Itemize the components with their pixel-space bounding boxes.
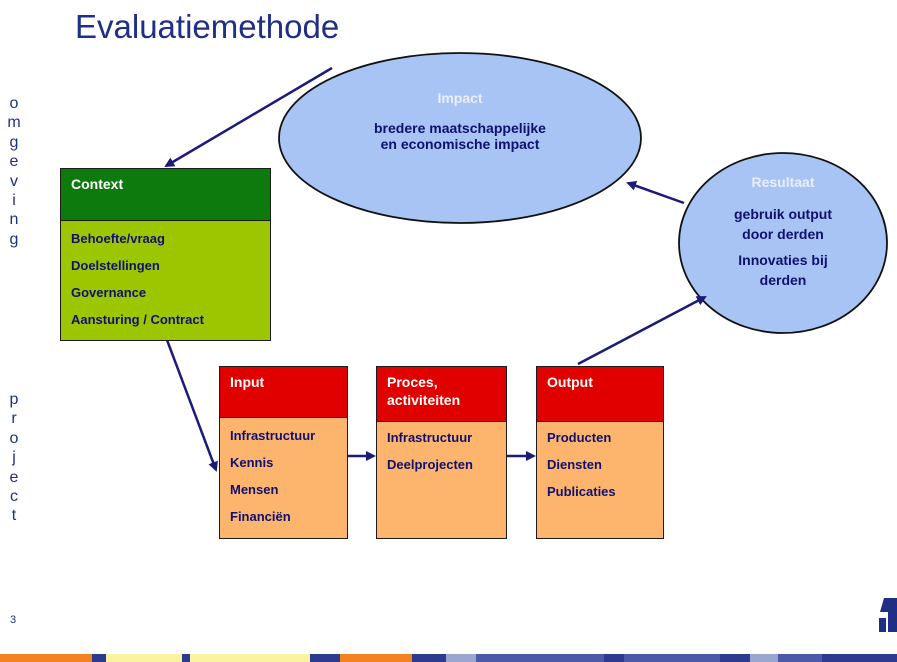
context-item: Behoefte/vraag [71,231,165,246]
side-letter: c [10,487,18,505]
side-letter: i [12,191,16,209]
input-item: Mensen [230,482,279,497]
side-letter: v [10,172,18,190]
impact-ellipse [278,52,642,224]
footer-segment [92,654,106,662]
input-body: Infrastructuur Kennis Mensen Financiën [220,418,347,538]
input-item: Infrastructuur [230,428,316,443]
output-body: Producten Diensten Publicaties [537,422,663,538]
input-item: Financiën [230,509,291,524]
footer-segment [412,654,446,662]
footer-segment [604,654,624,662]
input-box: Input Infrastructuur Kennis Mensen Finan… [219,366,348,539]
footer-segment [624,654,720,662]
impact-line: bredere maatschappelijke [374,120,546,136]
proces-body: Infrastructuur Deelprojecten [377,422,506,538]
proces-heading: Proces, activiteiten [377,367,506,422]
proces-heading-line: activiteiten [387,392,461,408]
side-letter: o [9,429,19,447]
output-item: Diensten [547,457,602,472]
arrow-resultaat-to-impact [626,180,685,205]
side-label-project: p r o j e c t [3,390,25,526]
side-letter: p [9,391,19,408]
output-item: Producten [547,430,612,445]
resultaat-line: Innovaties bij [738,252,828,268]
side-letter: e [9,468,19,486]
footer-segment [822,654,897,662]
resultaat-ellipse [678,152,888,334]
resultaat-text: Resultaat gebruik output door derden Inn… [695,172,871,290]
footer-segment [106,654,182,662]
resultaat-line: derden [759,272,807,288]
resultaat-heading: Resultaat [751,174,815,190]
footer-segment [720,654,750,662]
impact-heading: Impact [437,90,483,106]
impact-line: en economische impact [380,136,540,152]
input-item: Kennis [230,455,274,470]
footer-segment [310,654,340,662]
arrow-impact-to-context [164,66,333,168]
output-heading: Output [537,367,663,422]
resultaat-line: gebruik output [734,206,832,222]
context-heading: Context [61,169,270,221]
arrow-context-to-input [165,339,218,472]
context-body: Behoefte/vraag Doelstellingen Governance… [61,221,270,340]
side-letter: n [9,211,19,229]
context-item: Aansturing / Contract [71,312,204,327]
side-letter: g [9,230,19,248]
footer-segment [750,654,778,662]
side-letter: o [9,95,19,112]
footer-color-bar [0,654,897,662]
footer-segment [0,654,92,662]
context-box: Context Behoefte/vraag Doelstellingen Go… [60,168,271,341]
footer-segment [476,654,604,662]
side-label-omgeving: o m g e v i n g [3,94,25,249]
proces-item: Deelprojecten [387,457,473,472]
output-item: Publicaties [547,484,616,499]
page-title: Evaluatiemethode [75,8,340,45]
side-letter: m [7,114,21,132]
arrow-output-to-resultaat [577,295,707,366]
proces-item: Infrastructuur [387,430,473,445]
resultaat-line: door derden [742,226,824,242]
footer-segment [778,654,822,662]
side-letter: e [9,153,19,171]
footer-segment [446,654,476,662]
side-letter: j [12,449,16,467]
proces-box: Proces, activiteiten Infrastructuur Deel… [376,366,507,539]
footer-segment [340,654,412,662]
proces-heading-line: Proces, [387,374,438,390]
logo-icon [879,598,897,632]
footer-segment [182,654,190,662]
context-item: Doelstellingen [71,258,160,273]
footer-segment [190,654,310,662]
output-box: Output Producten Diensten Publicaties [536,366,664,539]
side-letter: r [11,410,17,428]
side-letter: t [11,507,17,525]
context-item: Governance [71,285,147,300]
page-number: 3 [10,614,17,626]
input-heading: Input [220,367,347,418]
side-letter: g [9,133,19,151]
impact-text: Impact bredere maatschappelijke en econo… [320,90,600,152]
